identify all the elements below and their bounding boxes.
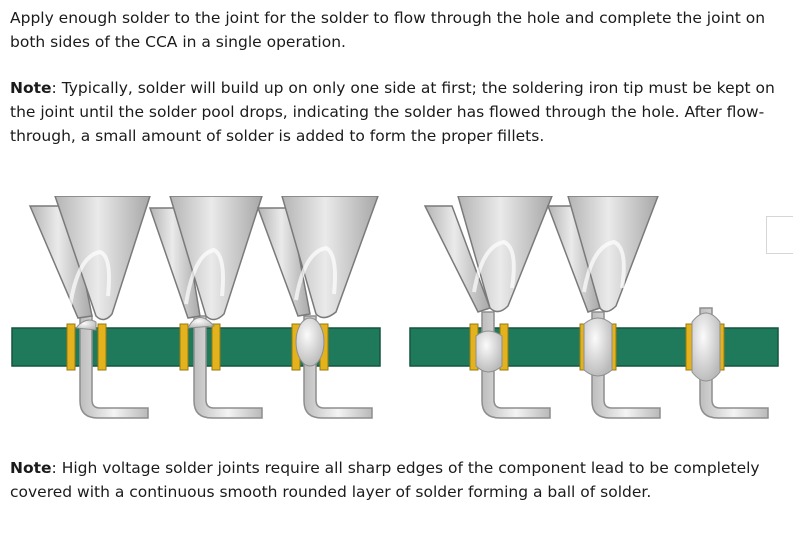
soldering-iron-5 (546, 196, 659, 313)
note-text: : High voltage solder joints require all… (10, 459, 760, 501)
soldering-iron-3 (256, 196, 379, 319)
note-text: : Typically, solder will build up on onl… (10, 79, 775, 145)
solder-flow-through-illustration (11, 196, 779, 419)
solder-joint-4 (469, 311, 551, 419)
instruction-paragraph: Apply enough solder to the joint for the… (10, 6, 790, 54)
soldering-iron-2 (148, 196, 263, 321)
note-label: Note (10, 79, 52, 97)
soldering-iron-1 (28, 196, 151, 321)
solder-joint-5 (579, 311, 661, 419)
solder-joint-2 (179, 315, 263, 419)
page-edge-box (766, 216, 793, 254)
soldering-iron-4 (423, 196, 553, 313)
solder-joint-1 (66, 315, 149, 419)
instruction-text: Apply enough solder to the joint for the… (10, 9, 766, 51)
solder-joint-3 (291, 315, 373, 419)
note-paragraph-flow: Note: Typically, solder will build up on… (10, 76, 790, 148)
note-paragraph-high-voltage: Note: High voltage solder joints require… (10, 456, 790, 504)
solder-joint-6 (685, 307, 769, 419)
note-label: Note (10, 459, 52, 477)
